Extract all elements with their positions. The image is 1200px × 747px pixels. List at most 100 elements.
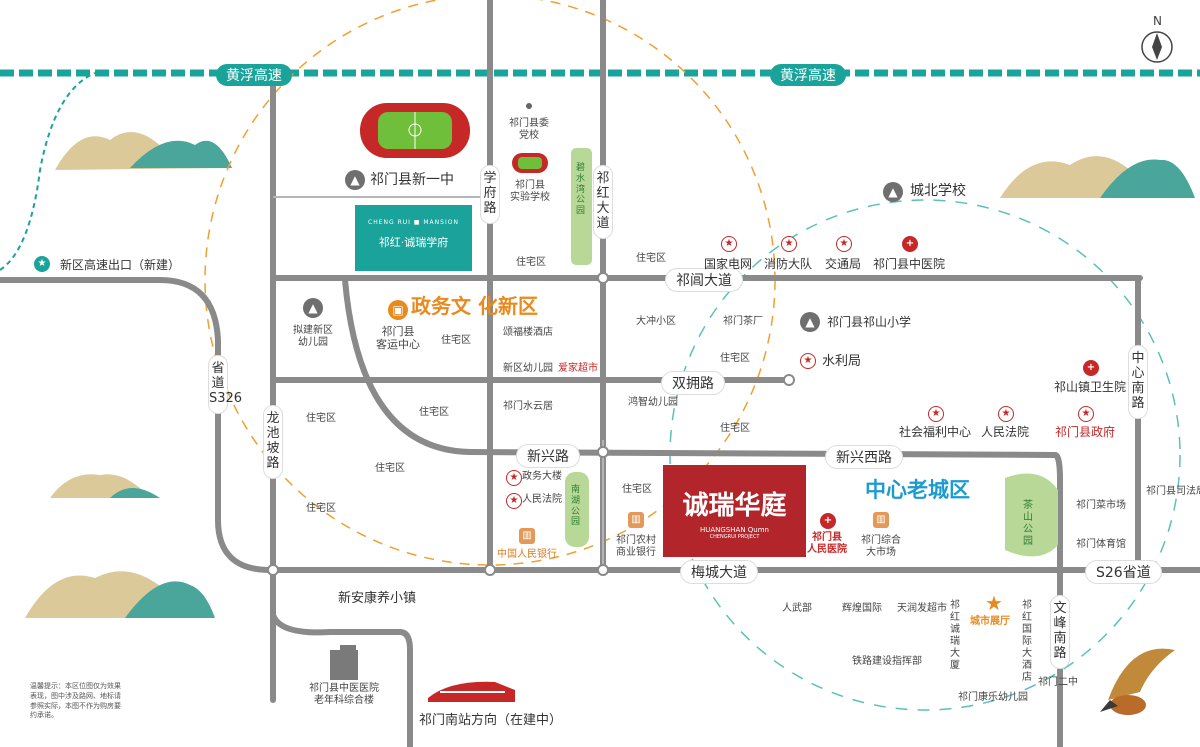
project-box[interactable]: 诚瑞华庭 HUANGSHAN Qumn CHENGRUI PROJECT: [663, 465, 806, 557]
road-qichan: 祁阊大道: [665, 268, 743, 292]
label-caishichang: 祁门菜市场: [1076, 500, 1126, 511]
label-zhuzhai: 住宅区: [622, 484, 652, 495]
label-renmin-yy: 祁门县 人民医院: [807, 532, 847, 555]
school-icon: ▲: [345, 170, 365, 190]
label-zhanting: 城市展厅: [970, 616, 1010, 627]
label-zhongyiyuan: 祁门县中医院: [872, 257, 946, 271]
hospital-icon: +: [902, 236, 918, 252]
school-icon: ▲: [800, 312, 820, 332]
label-tianrun: 天润发超市: [897, 603, 947, 614]
label-xiaofang: 消防大队: [763, 257, 813, 271]
label-renmin-fy: 人民法院: [980, 425, 1030, 439]
road-xuefu: 学府路: [480, 165, 500, 224]
road-s26: S26省道: [1085, 560, 1162, 584]
label-xianwei-school: 祁门县委 党校: [509, 118, 549, 141]
small-stadium-icon: [512, 153, 548, 173]
label-qimen-cha: 祁门茶厂: [723, 316, 763, 327]
label-nijian: 拟建新区 幼儿园: [293, 325, 333, 348]
dot-icon: [526, 103, 532, 109]
road-zhongxin-nan: 中心南路: [1128, 345, 1148, 419]
label-songfu: 颂福楼酒店: [503, 327, 553, 338]
star-icon: ★: [1078, 406, 1094, 422]
district-zhengwu: 政务文 化新区: [411, 294, 538, 318]
exit-label: 新区高速出口（新建）: [60, 258, 181, 272]
label-shiyan: 祁门县 实验学校: [510, 180, 550, 203]
hospital-building-icon: [330, 645, 358, 680]
label-guoji-jd: 祁红国际大酒店: [1022, 600, 1032, 683]
label-chengbei: 城北学校: [910, 183, 966, 199]
label-zhengwu-dl: 政务大楼: [522, 471, 562, 482]
district-laocheng: 中心老城区: [865, 478, 970, 502]
label-qishan-wsy: 祁山镇卫生院: [1053, 380, 1127, 394]
label-qishan-school: 祁门县祁山小学: [827, 315, 912, 329]
star-icon: ★: [506, 470, 522, 486]
notice-text: 温馨提示：本区位图仅为效果表现，图中涉及路网、地标请参照实际，本图不作为购房要约…: [30, 682, 121, 720]
project-small: CHENGRUI PROJECT: [709, 534, 760, 540]
park-chashan: [1005, 473, 1058, 557]
hills-left-bottom: [25, 571, 215, 618]
label-zhuzhai: 住宅区: [419, 407, 449, 418]
star-icon: ★: [781, 236, 797, 252]
label-jiaotong: 交通局: [824, 257, 862, 271]
label-tielu: 铁路建设指挥部: [852, 656, 922, 667]
star-icon: ★: [721, 236, 737, 252]
label-zhongyi-lnk: 祁门县中医医院 老年科综合楼: [309, 683, 379, 706]
school-icon: ▲: [303, 298, 323, 318]
bank-icon: ▥: [628, 512, 644, 528]
label-shuili: 水利局: [822, 354, 862, 369]
label-chengrui-dasha: 祁红诚瑞大厦: [950, 600, 960, 671]
star-icon: ★: [928, 406, 944, 422]
road-s326: 省道S326: [208, 355, 242, 414]
road-huangfu-right: 黄浮高速: [770, 64, 846, 86]
hospital-icon: +: [820, 513, 836, 529]
hospital-icon: +: [1083, 360, 1099, 376]
hills-left-mid: [50, 474, 160, 498]
school-logo-cn: 祁红·诚瑞学府: [378, 236, 449, 249]
school-logo-en: CHENG RUI ■ MANSION: [368, 219, 459, 226]
label-nongcun: 祁门农村 商业银行: [616, 535, 656, 558]
label-hongzhi: 鸿智幼儿园: [628, 397, 678, 408]
road-xinxing: 新兴路: [516, 444, 580, 468]
town-label: 新安康养小镇: [338, 591, 417, 606]
label-zhengfu: 祁门县政府: [1054, 425, 1116, 439]
train-icon: [428, 681, 515, 702]
label-keyun: 祁门县 客运中心: [376, 325, 420, 352]
stadium-icon: [360, 103, 470, 158]
star-icon: ★: [998, 406, 1014, 422]
label-zhuzhai: 住宅区: [516, 257, 546, 268]
label-renmin-yh: 中国人民银行: [497, 549, 557, 560]
market-icon: ▥: [873, 512, 889, 528]
label-huihuang: 辉煌国际: [842, 603, 882, 614]
road-xinxing-west: 新兴西路: [825, 445, 903, 469]
label-zhuzhai: 住宅区: [306, 413, 336, 424]
hills-right-top: [1000, 156, 1195, 198]
road-meicheng: 梅城大道: [680, 560, 758, 584]
star-icon: ★: [800, 353, 816, 369]
project-name: 诚瑞华庭: [682, 491, 787, 521]
label-chashan: 茶山公园: [1023, 500, 1033, 547]
label-nanhu: 南湖公园: [571, 485, 581, 528]
compass-icon: [1141, 31, 1173, 63]
hills-left-top: [55, 132, 232, 170]
label-zhuzhai: 住宅区: [375, 463, 405, 474]
road-huangfu-left: 黄浮高速: [216, 64, 292, 86]
star-icon: ★: [985, 591, 1003, 615]
label-zhuzhai: 住宅区: [306, 503, 336, 514]
label-zhuzhai: 住宅区: [441, 335, 471, 346]
label-aijia: 爱家超市: [558, 363, 598, 374]
bank-icon: ▥: [519, 528, 535, 544]
label-dachong: 大冲小区: [636, 316, 676, 327]
school-icon: ▲: [883, 182, 903, 202]
road-shuangyong: 双拥路: [661, 371, 725, 395]
label-tiyuguan: 祁门体育馆: [1076, 539, 1126, 550]
bird-icon: [1100, 648, 1175, 715]
school-logo: CHENG RUI ■ MANSION 祁红·诚瑞学府: [355, 205, 472, 271]
road-wenfeng-nan: 文峰南路: [1050, 595, 1070, 669]
star-icon: ★: [34, 256, 50, 272]
label-zhuzhai: 住宅区: [720, 423, 750, 434]
label-zonghe: 祁门综合 大市场: [861, 535, 901, 558]
project-subtitle: HUANGSHAN Qumn: [700, 526, 769, 534]
label-guojiawang: 国家电网: [703, 257, 753, 271]
bus-icon: ▣: [388, 300, 408, 320]
